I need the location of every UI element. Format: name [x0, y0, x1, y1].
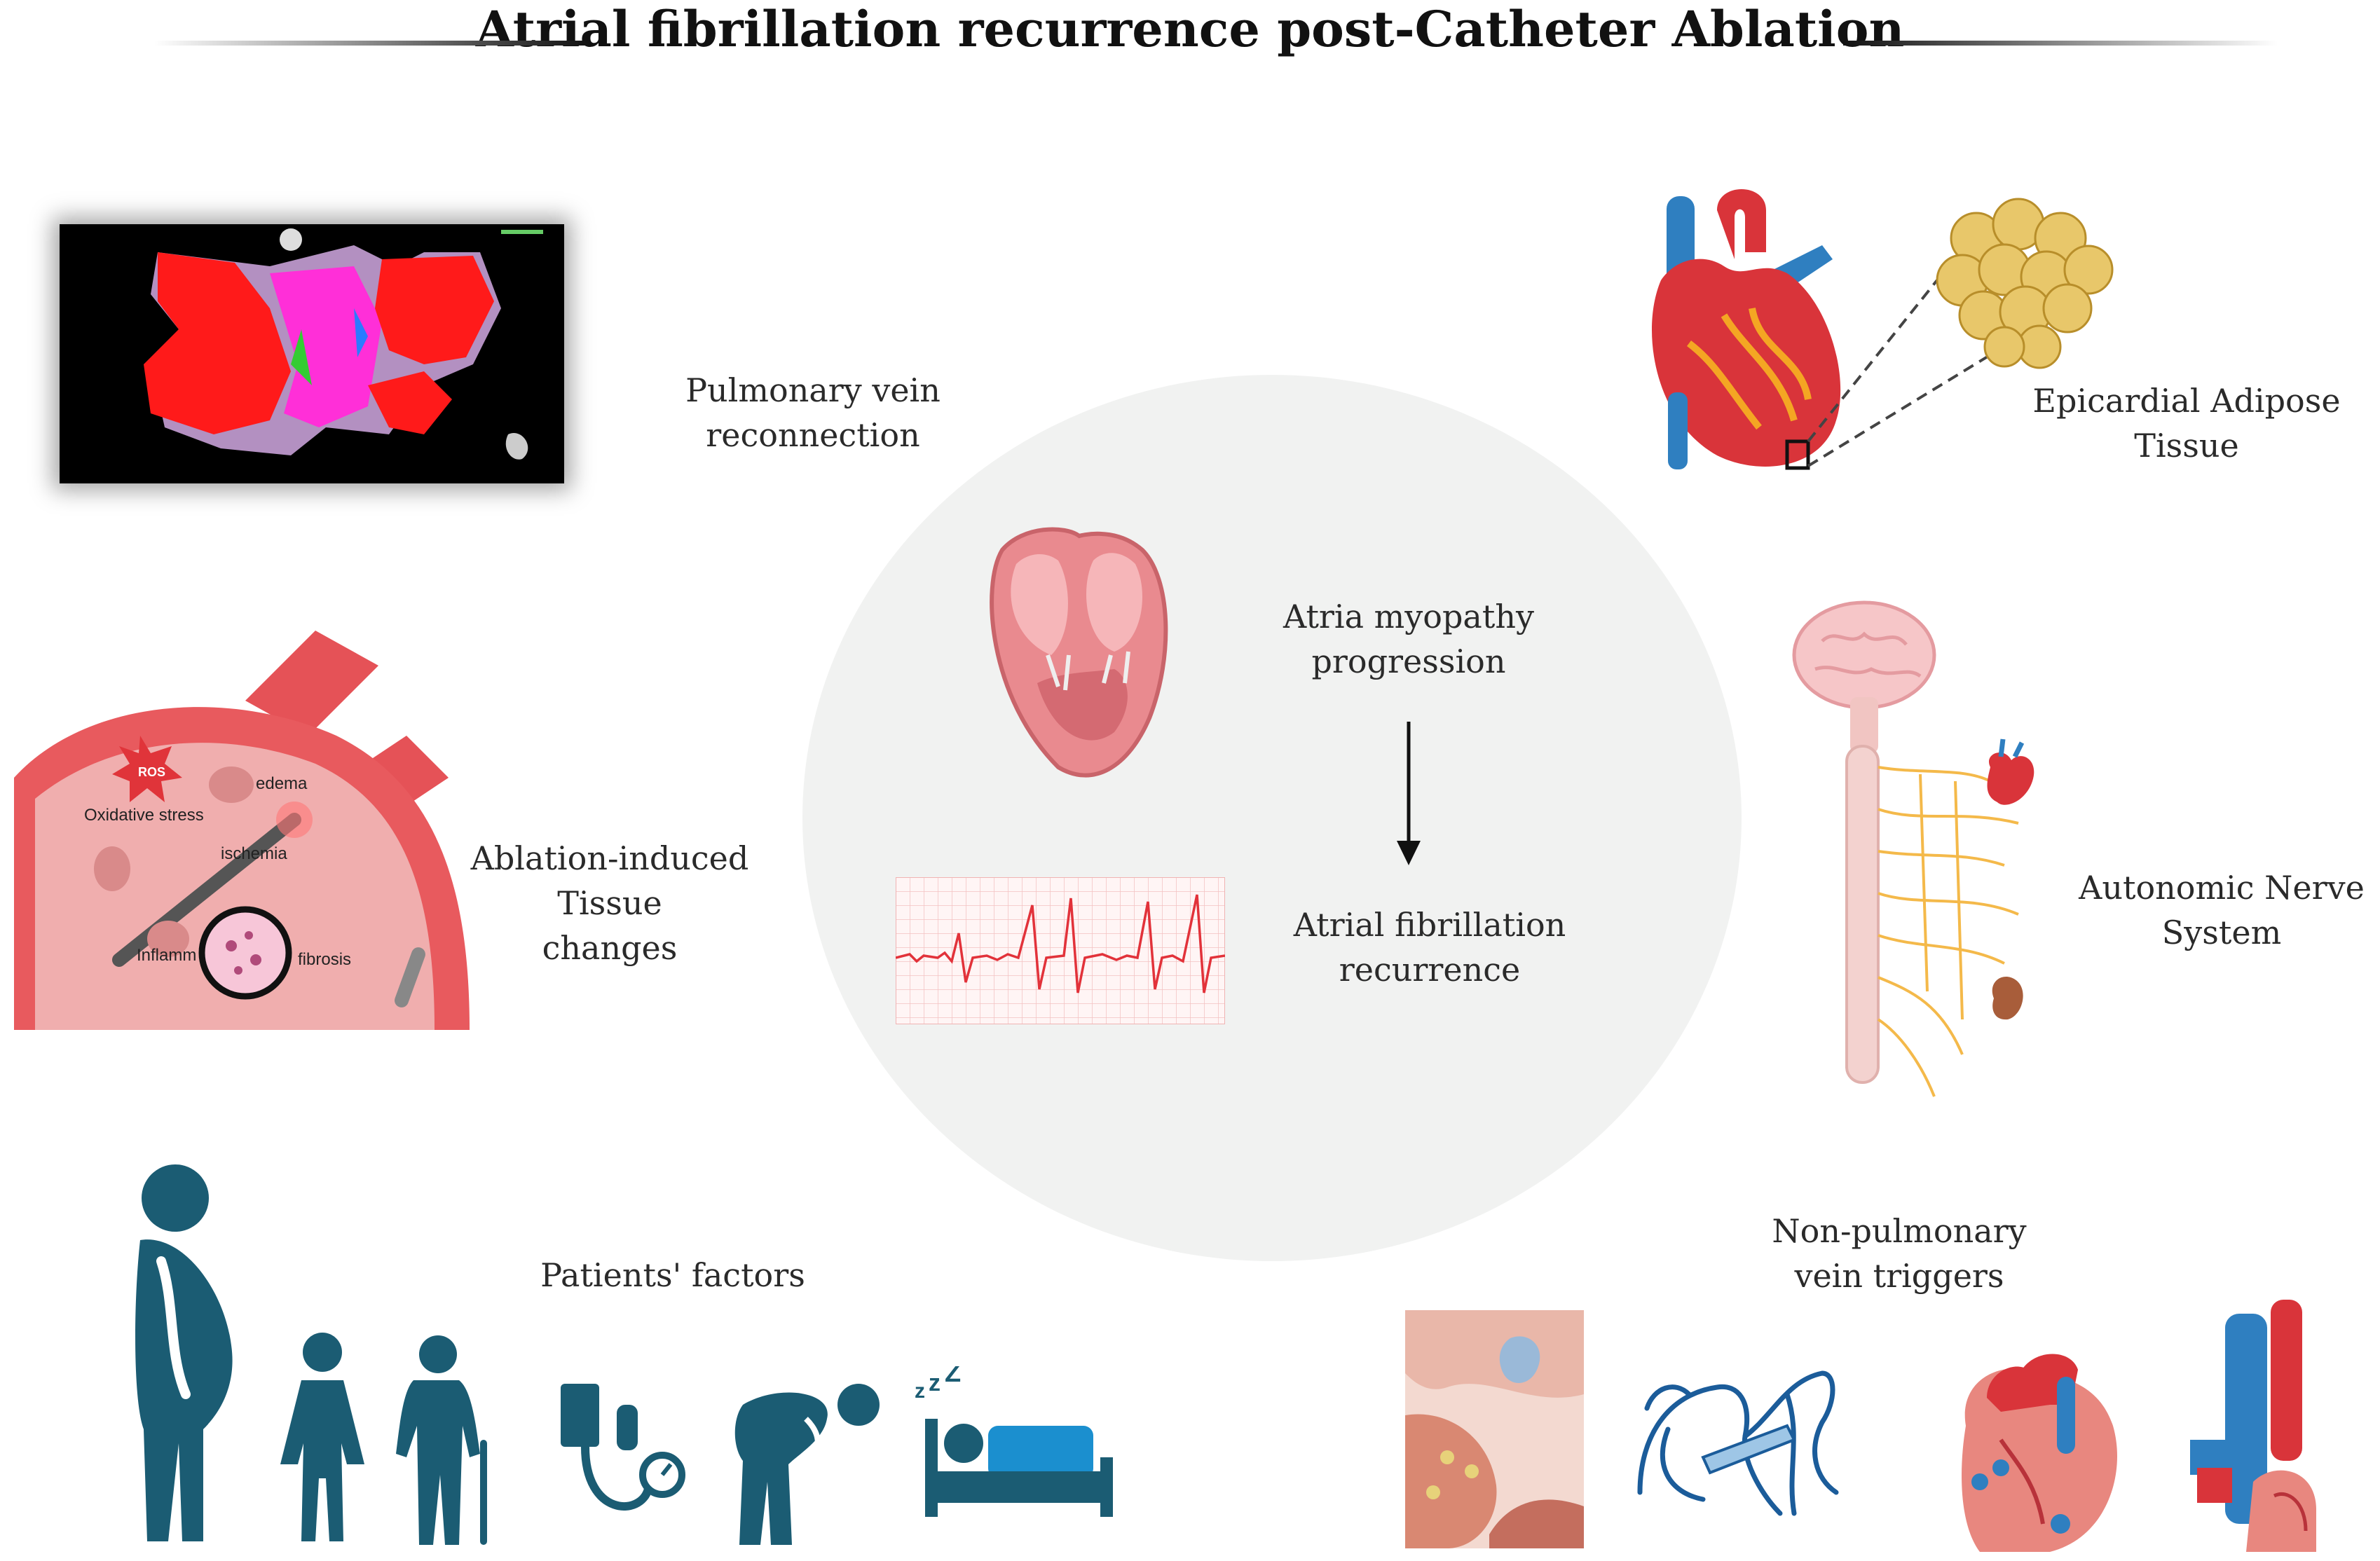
pv-reconnection-line1: Pulmonary vein	[685, 371, 941, 409]
patients-factors-line1: Patients' factors	[540, 1256, 805, 1294]
ablation-tissue-label: Ablation-induced Tissue changes	[435, 836, 785, 970]
title-rule-right	[1843, 41, 2278, 46]
woman-icon	[280, 1333, 364, 1541]
elderly-icon	[396, 1335, 487, 1545]
ecg-strip-icon	[896, 877, 1225, 1024]
autonomic-label: Autonomic Nerve System	[2053, 865, 2380, 955]
pv-reconnection-line2: reconnection	[706, 416, 920, 454]
pv-reconnection-label: Pulmonary vein reconnection	[631, 368, 995, 458]
atria-myopathy-line2: progression	[1311, 642, 1506, 680]
svg-text:Z: Z	[945, 1366, 961, 1388]
non-pv-triggers-line1: Non-pulmonary	[1772, 1212, 2027, 1250]
page-title: Atrial fibrillation recurrence post-Cath…	[475, 0, 1905, 58]
edema-label: edema	[256, 774, 308, 793]
non-pv-triggers-line2: vein triggers	[1794, 1257, 2004, 1295]
ea-map-drawing	[144, 228, 543, 460]
ablation-tissue-line1: Ablation-induced	[470, 839, 749, 877]
atria-myopathy-line1: Atria myopathy	[1283, 598, 1534, 635]
obesity-icon	[135, 1164, 233, 1541]
af-recurrence-line1: Atrial fibrillation	[1293, 906, 1566, 944]
heart-cross-section-icon	[990, 527, 1168, 778]
tissue-drawing	[14, 631, 470, 1030]
tissue-changes-illustration: Oxidative stress edema ischemia Inflamm …	[14, 617, 470, 1030]
fatigue-icon	[734, 1384, 880, 1545]
sleep-apnea-icon: z z Z	[915, 1366, 1113, 1517]
autonomic-line2: System	[2161, 914, 2282, 951]
ros-label: ROS	[138, 765, 166, 779]
epicardial-adipose-label: Epicardial Adipose Tissue	[2004, 378, 2369, 468]
brain-spinal-cord-icon	[1792, 600, 2034, 1097]
atria-myopathy-label: Atria myopathy progression	[1233, 594, 1584, 684]
coronary-sinus-vein-icon	[1637, 1370, 1839, 1516]
svg-text:z: z	[929, 1370, 941, 1396]
patients-factors-label: Patients' factors	[491, 1253, 855, 1298]
af-recurrence-label: Atrial fibrillation recurrence	[1247, 902, 1612, 992]
title-rule-left	[154, 41, 589, 46]
ablation-tissue-line2: Tissue	[557, 884, 662, 922]
central-circle	[802, 375, 1742, 1261]
electroanatomic-map-image	[60, 224, 564, 483]
ischemia-label: ischemia	[221, 844, 287, 863]
svg-text:z: z	[915, 1380, 925, 1403]
down-arrow-icon	[1397, 722, 1421, 865]
heart-with-adipose-icon	[1651, 189, 2114, 470]
oxidative-stress-label: Oxidative stress	[84, 806, 204, 825]
inflammation-label: Inflamm	[137, 946, 197, 965]
autonomic-line1: Autonomic Nerve	[2079, 869, 2365, 907]
ablation-tissue-line3: changes	[542, 929, 678, 967]
atrial-interior-image	[1405, 1310, 1584, 1548]
heart-svc-icon	[1962, 1354, 2117, 1552]
non-pv-triggers-label: Non-pulmonary vein triggers	[1724, 1209, 2074, 1298]
epicardial-adipose-line2: Tissue	[2134, 427, 2239, 465]
vena-cava-icon	[2190, 1300, 2316, 1552]
blood-pressure-icon	[561, 1384, 685, 1511]
af-recurrence-line2: recurrence	[1339, 951, 1521, 989]
fibrosis-label: fibrosis	[298, 950, 352, 969]
epicardial-adipose-line1: Epicardial Adipose	[2032, 382, 2341, 420]
